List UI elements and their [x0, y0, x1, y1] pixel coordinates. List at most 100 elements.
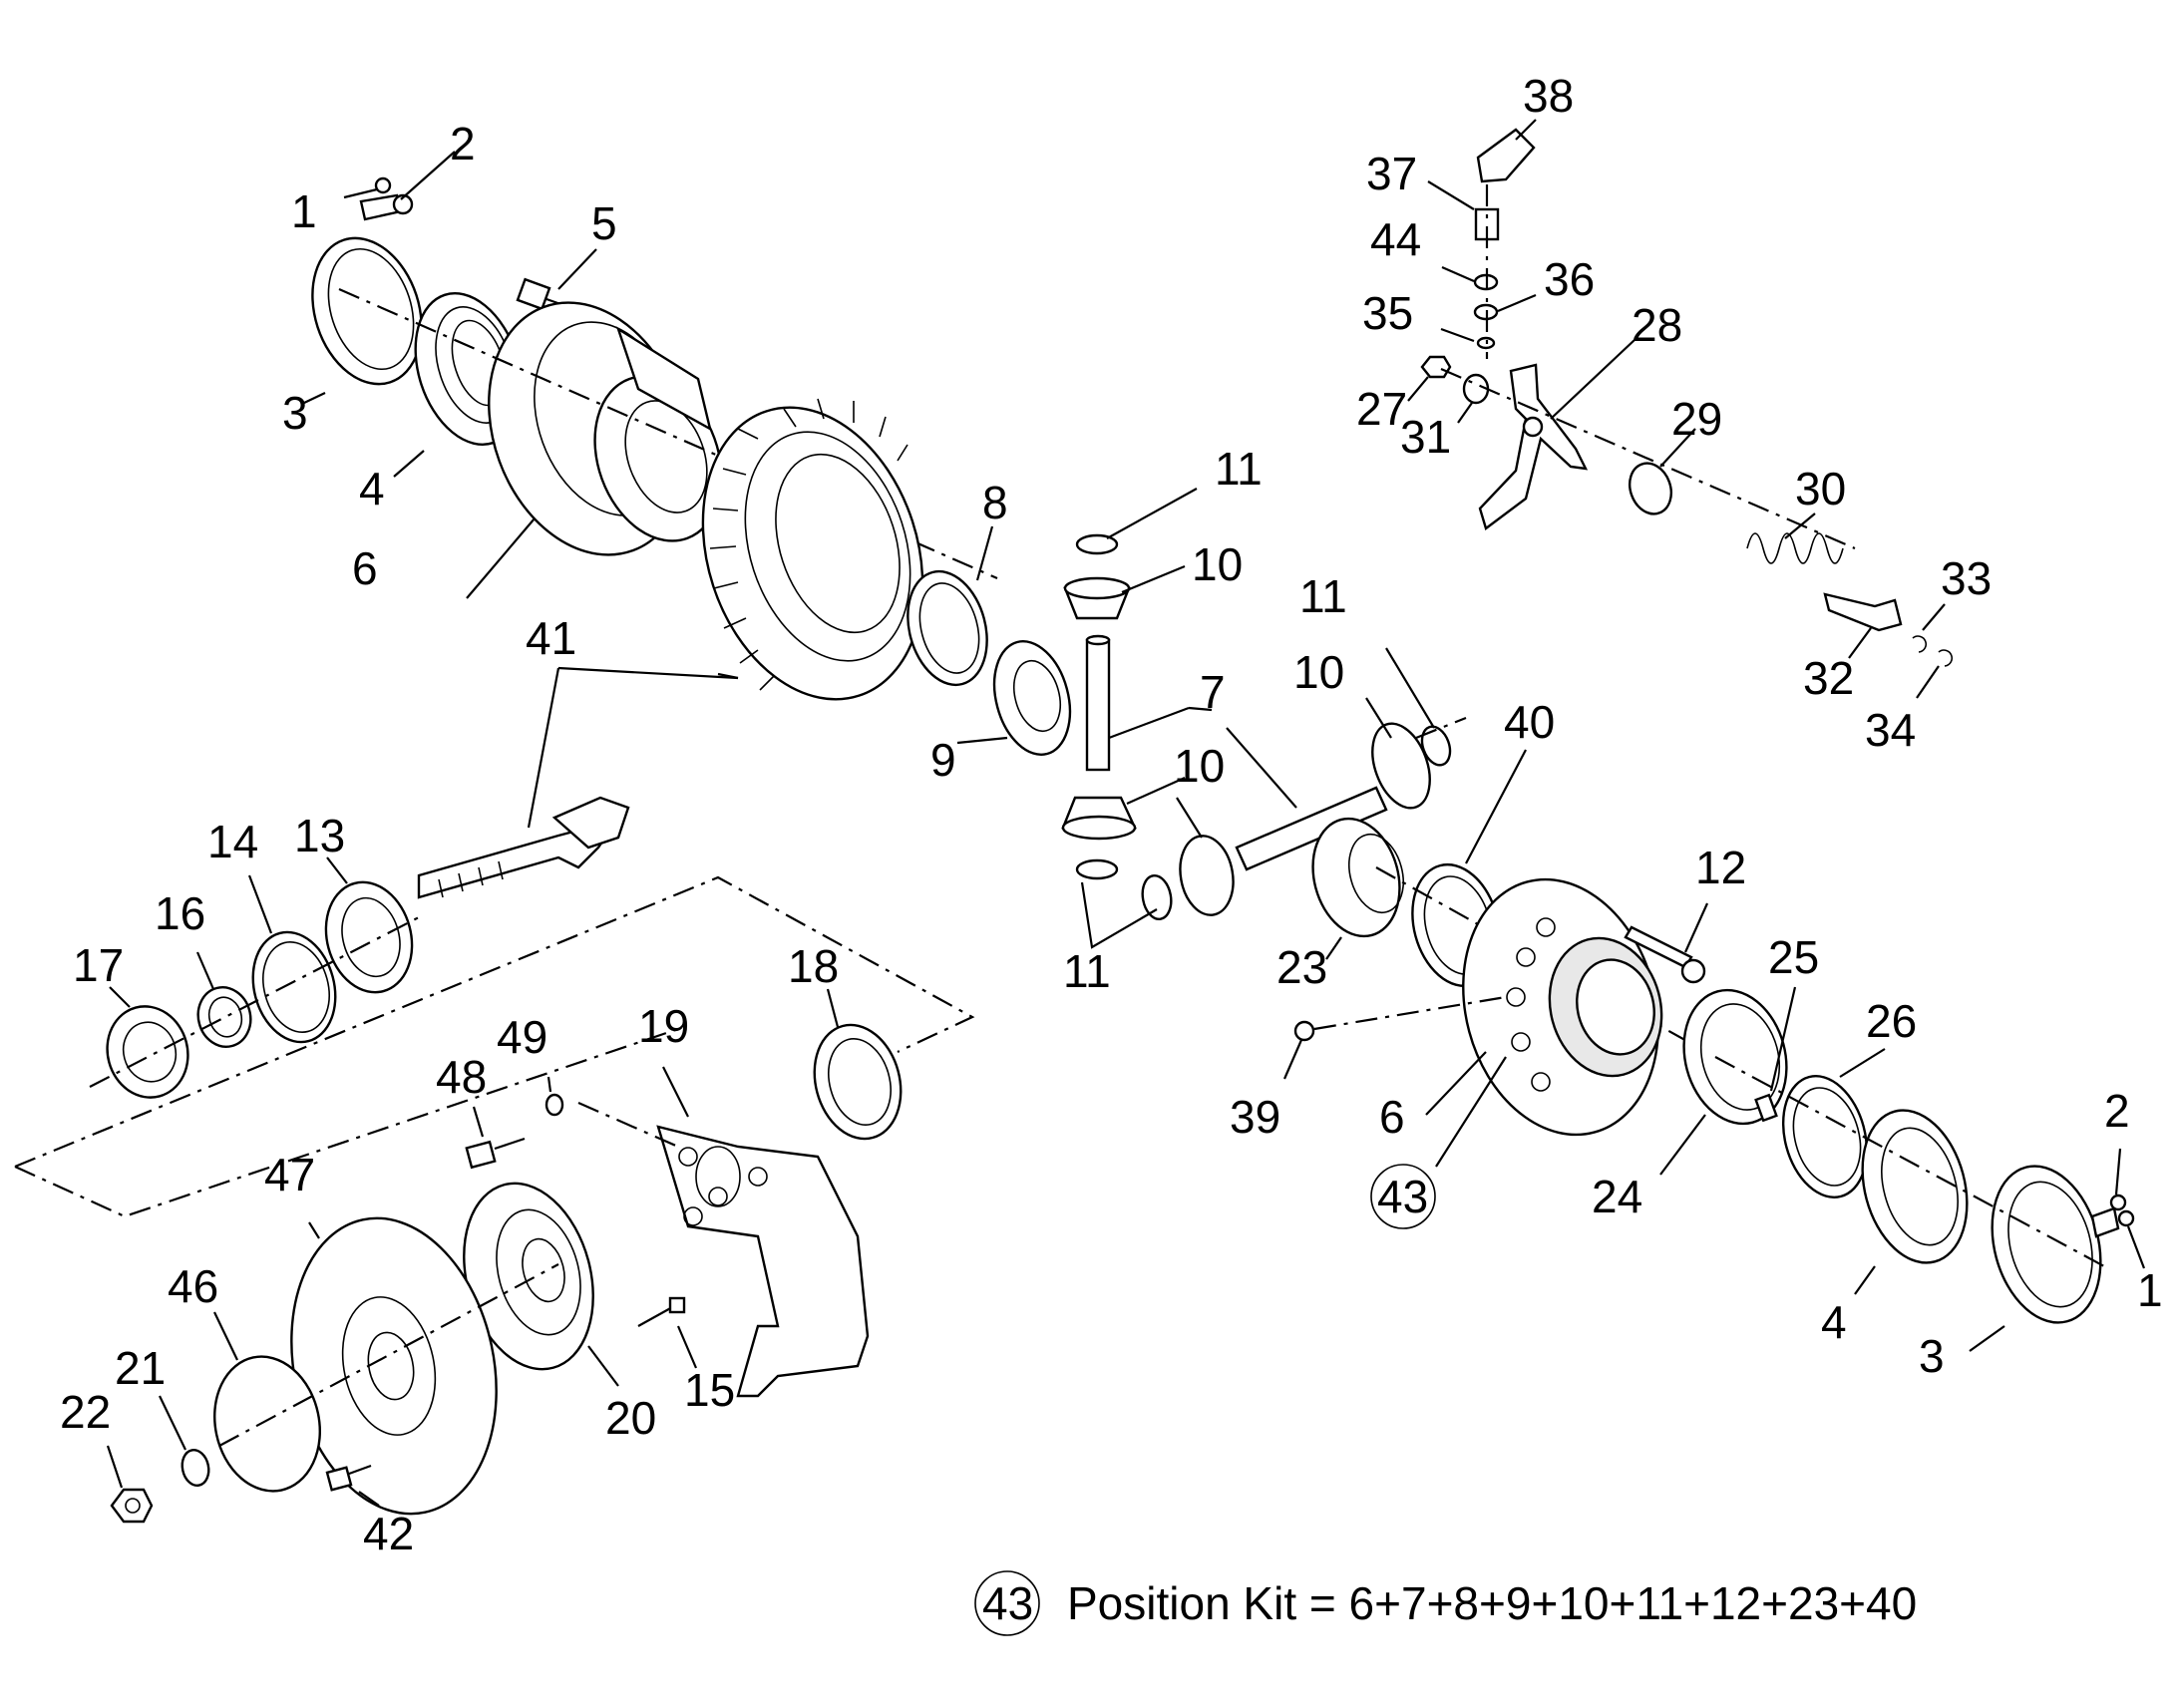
callout-41: 41	[526, 612, 576, 664]
callout-36: 36	[1544, 253, 1595, 305]
callout-16: 16	[155, 887, 205, 939]
pinion-10-right	[1365, 697, 1431, 810]
pin-25	[1754, 986, 1797, 1123]
spring-30	[1746, 512, 1844, 564]
callout-22: 22	[60, 1386, 111, 1438]
callout-42: 42	[363, 1508, 414, 1559]
callout-49: 49	[497, 1011, 547, 1063]
callout-10: 10	[1293, 646, 1344, 698]
axis-right	[1714, 1056, 2105, 1267]
bolt-5	[516, 248, 597, 313]
shim-8	[907, 525, 994, 687]
bolt-42	[325, 1464, 380, 1507]
callout-31: 31	[1400, 411, 1451, 463]
bolt-48	[465, 1106, 526, 1170]
side-gear-9	[956, 640, 1072, 756]
shift-fork-28	[1478, 338, 1636, 530]
callout-6: 6	[352, 542, 378, 594]
callout-26: 26	[1866, 995, 1917, 1047]
callout-8: 8	[982, 477, 1008, 528]
callout-19: 19	[638, 1000, 689, 1052]
bracket-19	[656, 1066, 870, 1398]
callout-labels: 1 2 3 4 5 6 41 8 9 11 10 7 10 11 10 11 4…	[60, 70, 2163, 1559]
lock-plate-2-left	[359, 151, 456, 221]
washer-36	[1473, 293, 1537, 321]
long-shaft	[1226, 727, 1388, 871]
axis-right-pinion	[1415, 716, 1467, 740]
lock-plate-2-right	[2090, 1148, 2127, 1238]
callout-43: 43	[1377, 1171, 1428, 1222]
nut-27	[1407, 355, 1452, 402]
callout-35: 35	[1362, 287, 1413, 339]
pinion-10-top	[1063, 564, 1186, 620]
callout-11: 11	[1299, 570, 1347, 622]
shim-14	[247, 874, 337, 1044]
callout-47: 47	[264, 1149, 315, 1200]
clip-34	[1916, 649, 1954, 699]
callout-2: 2	[450, 118, 476, 170]
callout-37: 37	[1366, 148, 1417, 199]
callout-4: 4	[1821, 1296, 1847, 1348]
washer-11-small	[1141, 873, 1173, 921]
adjusting-ring-3-left	[303, 236, 423, 404]
shim-26	[1781, 1048, 1886, 1198]
disc-47	[290, 1216, 498, 1516]
callout-10: 10	[1174, 740, 1225, 792]
kit-outline-box-b	[14, 1027, 679, 1218]
leader-41b	[527, 667, 560, 829]
o-ring-46	[213, 1311, 321, 1493]
callout-15: 15	[684, 1364, 735, 1416]
callout-18: 18	[788, 940, 839, 992]
elbow-38	[1476, 119, 1537, 183]
callout-20: 20	[605, 1392, 656, 1444]
callout-33: 33	[1941, 552, 1992, 604]
callout-27: 27	[1356, 383, 1407, 435]
cross-shaft-7	[1085, 634, 1213, 772]
callout-3: 3	[282, 387, 308, 439]
seal-18	[813, 988, 903, 1141]
ball-39	[1282, 995, 1507, 1080]
adjusting-ring-3-right	[1969, 1165, 2102, 1352]
bolt-15	[637, 1296, 698, 1369]
callout-38: 38	[1523, 70, 1574, 122]
bolt-12	[1624, 902, 1709, 984]
callout-25: 25	[1768, 931, 1819, 983]
axis-fork	[1440, 367, 1856, 550]
callout-11: 11	[1063, 945, 1111, 997]
callout-17: 17	[73, 939, 124, 991]
callout-48: 48	[436, 1051, 487, 1103]
callout-23: 23	[1276, 941, 1327, 993]
washer-44	[1441, 265, 1499, 291]
callout-13: 13	[294, 810, 345, 861]
spacer-16	[195, 951, 252, 1048]
callout-39: 39	[1230, 1091, 1280, 1143]
bearing-4-right	[1854, 1109, 1969, 1295]
callout-6: 6	[1379, 1091, 1405, 1143]
kit-legend-text: Position Kit = 6+7+8+9+10+11+12+23+40	[1067, 1577, 1917, 1629]
crown-gear-41	[701, 398, 924, 701]
spacer-29	[1629, 428, 1696, 515]
callout-10: 10	[1192, 538, 1243, 590]
callout-14: 14	[207, 816, 258, 867]
kit-legend: 43 Position Kit = 6+7+8+9+10+11+12+23+40	[974, 1570, 1917, 1636]
bearing-13	[324, 856, 414, 994]
pinion-shaft-41	[417, 796, 630, 899]
side-gear-23	[1311, 817, 1404, 960]
callout-30: 30	[1795, 463, 1846, 514]
callout-40: 40	[1504, 696, 1555, 748]
screw-1-left	[343, 176, 392, 199]
pinion-10-mid	[1176, 797, 1235, 916]
callout-4: 4	[359, 463, 385, 514]
callout-44: 44	[1370, 213, 1421, 265]
callout-21: 21	[115, 1342, 166, 1394]
kit-legend-number: 43	[982, 1577, 1033, 1629]
washer-31	[1457, 373, 1490, 424]
kit-outline-box	[14, 875, 975, 1169]
axis-pinion	[89, 916, 420, 1088]
kit-43-circle	[1370, 1164, 1436, 1229]
snap-ring-21	[159, 1395, 210, 1488]
callout-46: 46	[168, 1260, 218, 1312]
callout-29: 29	[1671, 393, 1722, 445]
callout-1: 1	[2137, 1264, 2163, 1316]
